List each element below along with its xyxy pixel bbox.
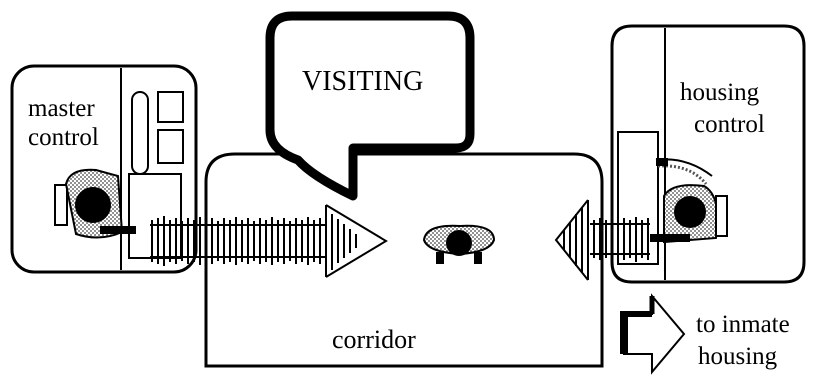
master-control-label-line2: control <box>28 124 99 151</box>
visiting-room <box>265 11 475 201</box>
right-movement-arrow <box>554 199 650 281</box>
inmate-housing-label-line1: to inmate <box>696 311 790 338</box>
visiting-label: VISITING <box>302 66 424 97</box>
person-topdown-icon <box>422 224 496 264</box>
directional-arrow-icon <box>620 293 686 375</box>
inmate-housing-label-line2: housing <box>698 343 778 370</box>
left-movement-arrow <box>150 204 388 278</box>
housing-control-room <box>610 24 806 284</box>
master-control-label-line1: master <box>28 95 95 122</box>
housing-control-label-line2: control <box>694 111 765 138</box>
corridor-room <box>204 152 604 368</box>
person-at-desk-icon <box>54 168 136 239</box>
person-at-desk-icon <box>650 158 728 244</box>
housing-control-label-line1: housing <box>680 79 760 106</box>
corridor-label: corridor <box>332 325 416 354</box>
